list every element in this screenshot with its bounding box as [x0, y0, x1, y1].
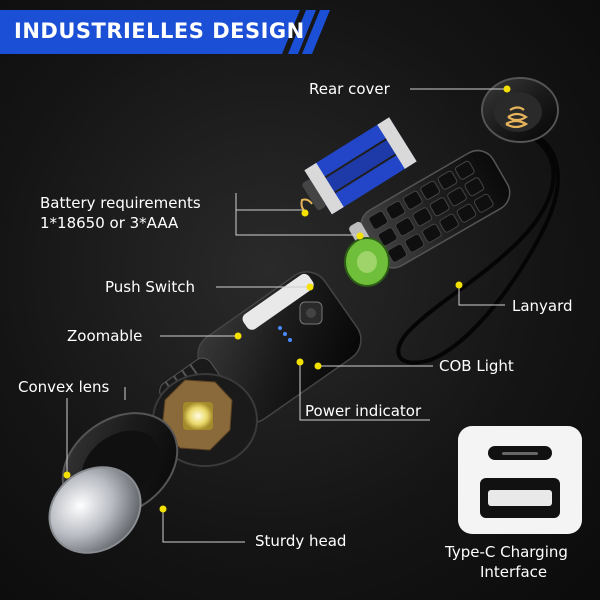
label-battery-line1: Battery requirements [40, 194, 201, 212]
rear-cover [481, 77, 559, 143]
label-battery-line2: 1*18650 or 3*AAA [40, 214, 179, 232]
typec-port-icon [480, 446, 560, 518]
lanyard-cord [396, 128, 560, 365]
led-chip [183, 402, 213, 430]
label-push-switch: Push Switch [105, 278, 195, 296]
banner [0, 10, 330, 54]
power-indicator-leds [278, 326, 292, 342]
banner-title: INDUSTRIELLES DESIGN [14, 19, 305, 43]
label-typec-line2: Interface [480, 563, 548, 581]
label-rear-cover: Rear cover [309, 80, 390, 98]
label-typec-line1: Type-C Charging [445, 543, 568, 561]
callout-dots [63, 85, 511, 513]
callout-lines [66, 88, 507, 543]
label-power-indicator: Power indicator [305, 402, 422, 420]
label-cob-light: COB Light [439, 357, 514, 375]
typec-inset [458, 426, 582, 534]
label-lanyard: Lanyard [512, 297, 573, 315]
label-sturdy-head: Sturdy head [255, 532, 347, 550]
convex-lens-glass [48, 466, 142, 554]
label-convex-lens: Convex lens [18, 378, 110, 396]
aaa-batteries [302, 117, 417, 215]
label-zoomable: Zoomable [67, 327, 143, 345]
